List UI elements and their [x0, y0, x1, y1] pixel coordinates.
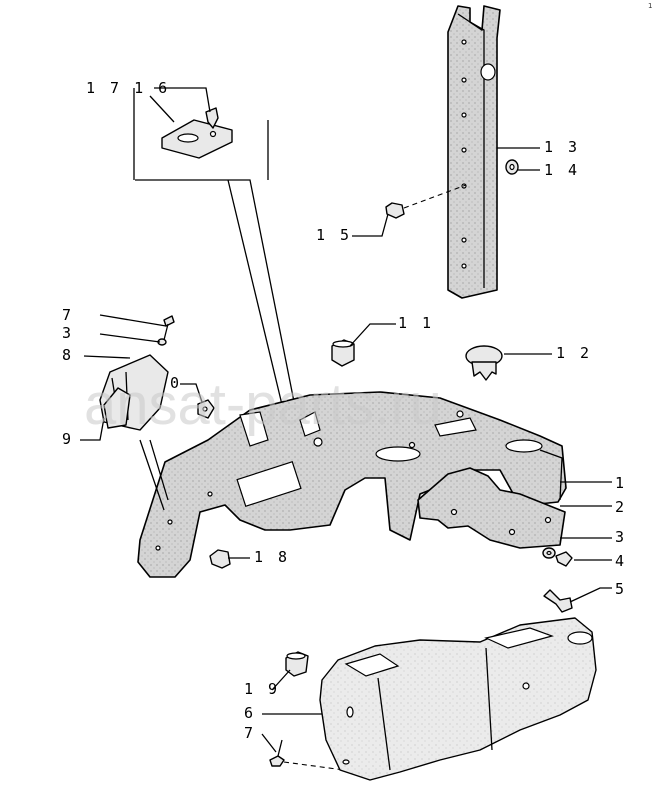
leader-3b: [99, 333, 161, 343]
label-15: 1 5: [316, 226, 352, 244]
bushing-part-18: [209, 549, 231, 569]
leader-8: [83, 355, 131, 359]
label-3b: 3: [62, 324, 74, 342]
label-7-top: 7: [62, 306, 74, 324]
label-3a: 3: [615, 528, 627, 546]
screw-part-7-top: [157, 315, 175, 346]
label-5: 5: [615, 580, 627, 598]
leader-7-top: [99, 314, 167, 327]
leader-16-to-dash: [135, 120, 301, 439]
cap-part-12: [465, 345, 503, 381]
label-10: 0: [170, 374, 182, 392]
label-16: 1 7 1 6: [86, 79, 170, 97]
support-bracket-part: [447, 5, 501, 299]
leader-10: [180, 383, 203, 403]
label-2: 2: [615, 498, 627, 516]
nut-part-10: [197, 399, 215, 419]
label-8: 8: [62, 346, 74, 364]
leader-15: [352, 213, 389, 237]
bolt-part-5: [543, 589, 573, 613]
plate-part-16-17: [161, 107, 233, 159]
bolt-part-4: [555, 551, 573, 567]
plug-part-19: [285, 651, 309, 677]
corner-mark: 1: [648, 2, 652, 10]
label-12: 1 2: [556, 344, 592, 362]
label-13: 1 3: [544, 138, 580, 156]
washer-part-14: [505, 159, 519, 175]
screw-part-7-bottom: [269, 739, 345, 771]
leader-5: [569, 587, 612, 603]
label-18: 1 8: [254, 548, 290, 566]
label-14: 1 4: [544, 161, 580, 179]
grommet-part-11: [331, 339, 355, 367]
label-1: 1: [615, 474, 627, 492]
bracket-part-9: [103, 387, 131, 429]
leader-9-to-dash: [139, 439, 169, 511]
dashboard-frame-part-1: [137, 391, 567, 578]
bolt-part-15: [385, 184, 467, 219]
label-7-bottom: 7: [244, 724, 256, 742]
leader-11: [349, 323, 396, 347]
label-19: 1 9: [244, 680, 280, 698]
lower-housing-part-6: [319, 617, 597, 781]
washer-part-3: [542, 547, 556, 559]
leader-7-bottom: [261, 733, 277, 753]
leader-9: [80, 417, 105, 441]
label-11: 1 1: [398, 314, 434, 332]
bracket-plate-part-2: [417, 467, 566, 549]
leader-19: [271, 669, 291, 691]
label-4: 4: [615, 552, 627, 570]
watermark: ansat-parts.ru: [84, 372, 442, 437]
label-9: 9: [62, 430, 74, 448]
leader-16: [133, 87, 211, 180]
label-6: 6: [244, 704, 256, 722]
